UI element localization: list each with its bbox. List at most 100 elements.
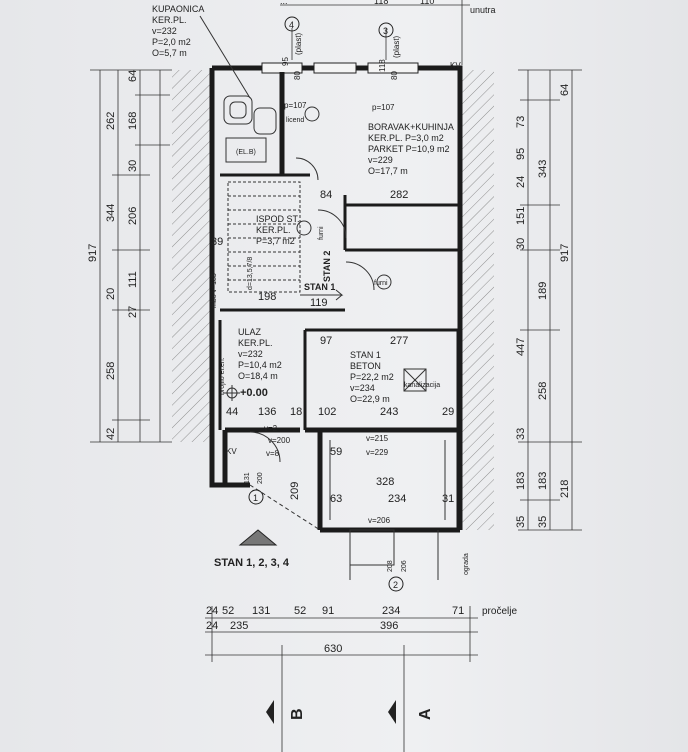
left-262: 262 [105,112,117,130]
stan-list-label: STAN 1, 2, 3, 4 [214,557,290,569]
height-marker [224,385,240,401]
right-183a: 183 [515,472,527,490]
boravak-floor1: KER.PL. P=3,0 m2 [368,133,444,143]
plast-3: (plast) [392,35,401,58]
bottom-396: 396 [380,620,398,632]
kupaonica-name: KUPAONICA [152,4,204,14]
bottom-234: 234 [382,605,400,617]
ispod-p: P=3,7 m2 [256,236,295,246]
left-30: 30 [127,160,139,172]
boravak-o: O=17,7 m [368,166,408,176]
bottom-24a: 24 [206,605,218,617]
axis-markers [238,16,404,592]
doors [249,157,446,580]
dim-328: 328 [376,476,394,488]
p107-b: p=107 [372,103,395,112]
left-hatch [172,70,212,442]
boravak-v: v=229 [368,155,393,165]
right-35b: 35 [537,516,549,528]
dim-277: 277 [390,335,408,347]
left-42: 42 [105,428,117,440]
stan1-floor: BETON [350,361,381,371]
dim-131-small: 131 [244,472,251,484]
elb-label: (EL.B) [236,149,256,156]
v206-label: v=206 [368,516,391,525]
right-343: 343 [537,160,549,178]
left-206: 206 [127,207,139,225]
stan1-arrow-label: STAN 1 [304,282,335,292]
section-a-label: A [417,708,434,720]
p107-a: p=107 [284,101,307,110]
interior-walls [218,72,460,530]
kupaonica-o: O=5,7 m [152,48,187,58]
axis-3-label: 3 [383,26,388,36]
dim-234: 234 [388,493,406,505]
top-dimension-lines [280,0,470,65]
right-dimension-lines [518,69,582,531]
left-64: 64 [127,70,139,82]
right-73: 73 [515,116,527,128]
right-218: 218 [559,480,571,498]
v200-label: v=200 [268,436,291,445]
kupaonica-v: v=232 [152,26,177,36]
bottom-52b: 52 [294,605,306,617]
section-b-label: B [289,708,306,720]
dim-208-small: 208 [387,560,394,572]
ispod-floor: KER.PL. [256,225,291,235]
plast-4: (plast) [294,32,303,55]
brojilo-label: brojilo el.en. [219,357,226,395]
stan1-arrow [300,289,344,301]
ispod-name: ISPOD ST. [256,214,300,224]
dim-243: 243 [380,406,398,418]
stan1-name: STAN 1 [350,350,381,360]
dim-29: 29 [442,406,454,418]
dim-200-small: 200 [257,472,264,484]
kupaonica-leader [199,15,251,99]
top-dim-left: ... [280,0,288,6]
top-80a: 80 [293,71,302,80]
mbo-label: mbo v=185 [211,273,218,308]
top-95: 95 [281,57,290,66]
left-111: 111 [127,271,139,288]
unutra-label: unutra [470,5,496,15]
v2-label: v=2 [264,424,278,433]
dim-84: 84 [320,189,332,201]
right-447: 447 [515,338,527,356]
right-258: 258 [537,382,549,400]
axis-4-label: 4 [289,20,294,30]
v229-label: v=229 [366,448,389,457]
boravak-name: BORAVAK+KUHINJA [368,122,454,132]
stan2-label: STAN 2 [322,251,332,282]
dim-209: 209 [289,482,301,500]
bottom-52a: 52 [222,605,234,617]
level-plus-000: +0.00 [240,387,268,399]
dim-119: 119 [310,297,328,309]
kv-bottom: KV [226,447,237,456]
bottom-71: 71 [452,605,464,617]
stan1-o: O=22,9 m [350,394,390,404]
staircase [227,181,301,293]
left-168: 168 [127,112,139,130]
axis-1-label: 1 [253,493,258,503]
dim-102: 102 [318,406,336,418]
right-33: 33 [515,428,527,440]
bottom-630: 630 [324,643,342,655]
dim-198: 198 [258,291,276,303]
ulaz-v: v=232 [238,349,263,359]
right-917: 917 [559,244,571,262]
ograda-label: ograda [463,553,470,575]
bottom-131: 131 [252,605,270,617]
left-917: 917 [87,244,99,262]
right-95: 95 [515,148,527,160]
furni-1: furni [318,226,325,240]
right-151: 151 [515,207,527,225]
dim-206-small: 206 [401,560,408,572]
dim-136: 136 [258,406,276,418]
right-183b: 183 [537,472,549,490]
dim-31: 31 [442,493,454,505]
dim-39: 39 [211,236,223,248]
furni-2: furni [374,280,388,287]
licend-label: licend [286,117,304,124]
